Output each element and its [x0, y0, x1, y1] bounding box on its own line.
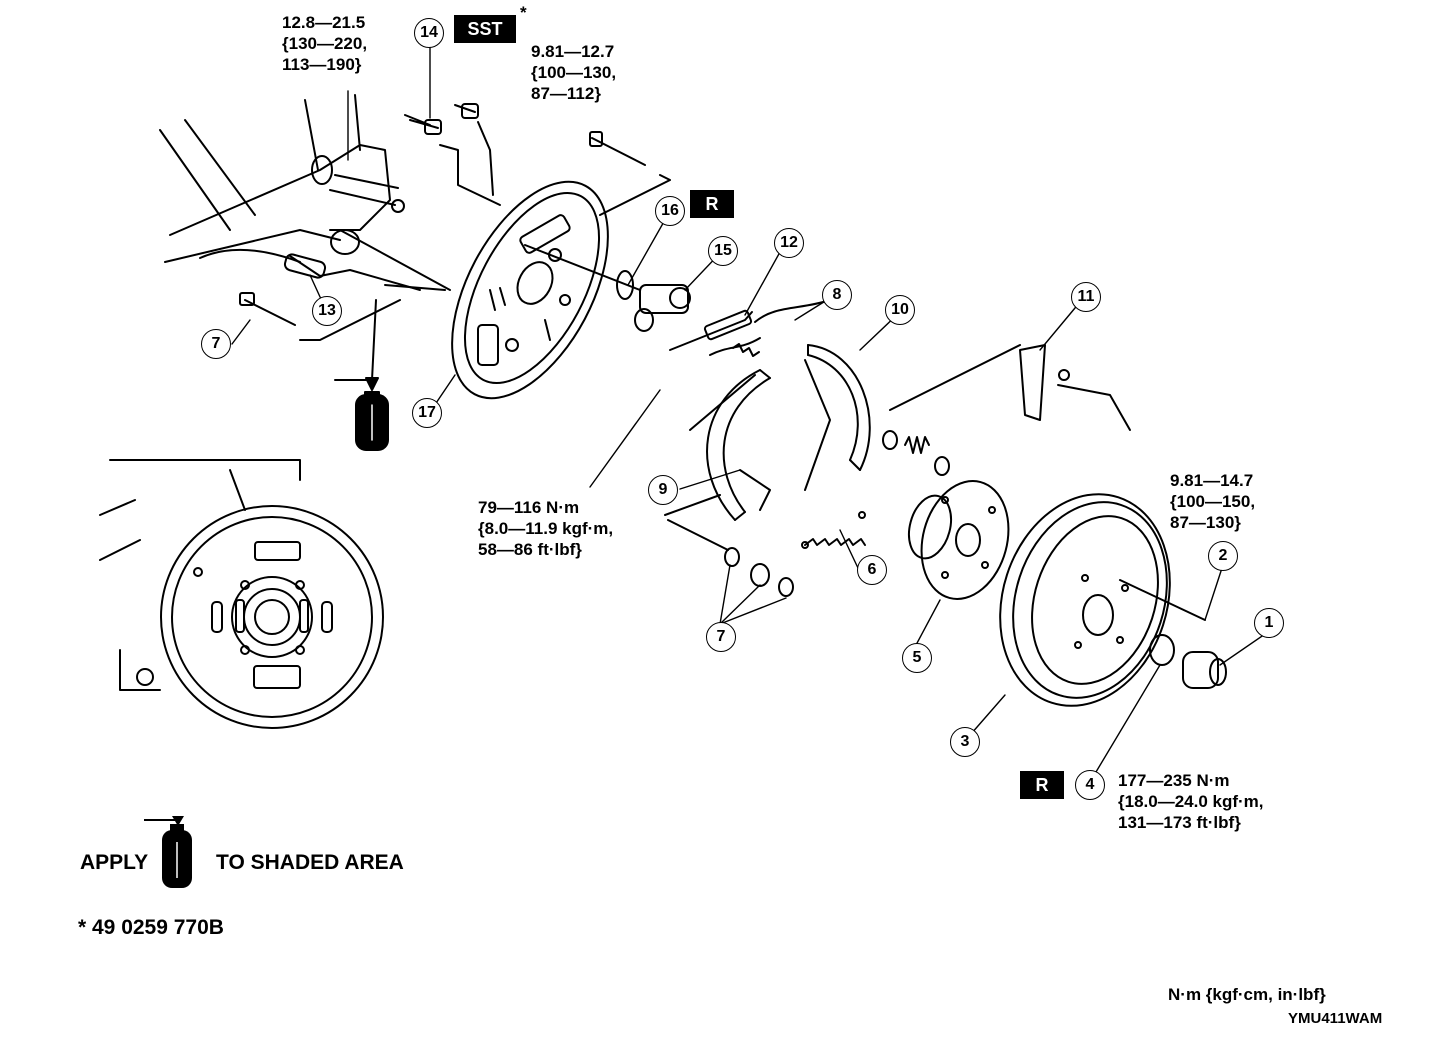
legend-shaded-area: TO SHADED AREA	[216, 851, 404, 874]
hub-drawing	[907, 480, 1010, 600]
bolts-drawing	[239, 103, 671, 341]
callout-5: 5	[902, 643, 932, 673]
sst-asterisk: *	[520, 3, 527, 22]
callout-13: 13	[312, 296, 342, 326]
assembled-brake-inset	[99, 459, 384, 729]
callout-12: 12	[774, 228, 804, 258]
callout-15: 15	[708, 236, 738, 266]
callout-7-bolt: 7	[201, 329, 231, 359]
torque-label-sst-bolt: 9.81—12.7 {100—130, 87—112}	[531, 42, 617, 103]
wheel-cylinder-drawing	[616, 270, 691, 332]
parking-lever-drawing	[889, 344, 1131, 431]
callout-11: 11	[1071, 282, 1101, 312]
callout-14: 14	[414, 18, 444, 48]
callout-4: 4	[1075, 770, 1105, 800]
grease-tube-drawing	[334, 299, 389, 451]
legend-apply: APPLY	[80, 851, 149, 874]
callout-1: 1	[1254, 608, 1284, 638]
leader-lines	[231, 47, 1269, 783]
callout-3: 3	[950, 727, 980, 757]
units-note: N·m {kgf·cm, in·lbf}	[1168, 985, 1326, 1004]
tool-number-note: * 49 0259 770B	[78, 916, 224, 939]
torque-label-backing-plate: 79—116 N·m {8.0—11.9 kgf·m, 58—86 ft·lbf…	[478, 498, 614, 559]
locknut-cap-drawing	[1149, 634, 1227, 689]
torque-label-disc-screw: 9.81—14.7 {100—150, 87—130}	[1170, 471, 1256, 532]
callout-9: 9	[648, 475, 678, 505]
replace-tag-bottom: R	[1020, 771, 1064, 799]
disc-drum-drawing	[999, 493, 1206, 707]
backing-plate-drawing	[451, 180, 641, 400]
replace-tag-top: R	[690, 190, 734, 218]
callout-6: 6	[857, 555, 887, 585]
brake-shoes-drawing	[689, 344, 871, 521]
callout-16: 16	[655, 196, 685, 226]
callout-2: 2	[1208, 541, 1238, 571]
grease-tube-icon	[144, 816, 192, 888]
torque-label-bracket: 12.8—21.5 {130—220, 113—190}	[282, 13, 368, 74]
torque-label-locknut: 177—235 N·m {18.0—24.0 kgf·m, 131—173 ft…	[1118, 771, 1264, 832]
callout-8: 8	[822, 280, 852, 310]
callout-7-shoe: 7	[706, 622, 736, 652]
springs-pins-drawing	[664, 430, 950, 597]
axle-knuckle-drawing	[159, 94, 421, 291]
callout-17: 17	[412, 398, 442, 428]
callout-10: 10	[885, 295, 915, 325]
sst-tag: SST	[454, 15, 516, 43]
figure-code: YMU411WAM	[1288, 1010, 1383, 1027]
adjuster-drawing	[669, 299, 831, 357]
